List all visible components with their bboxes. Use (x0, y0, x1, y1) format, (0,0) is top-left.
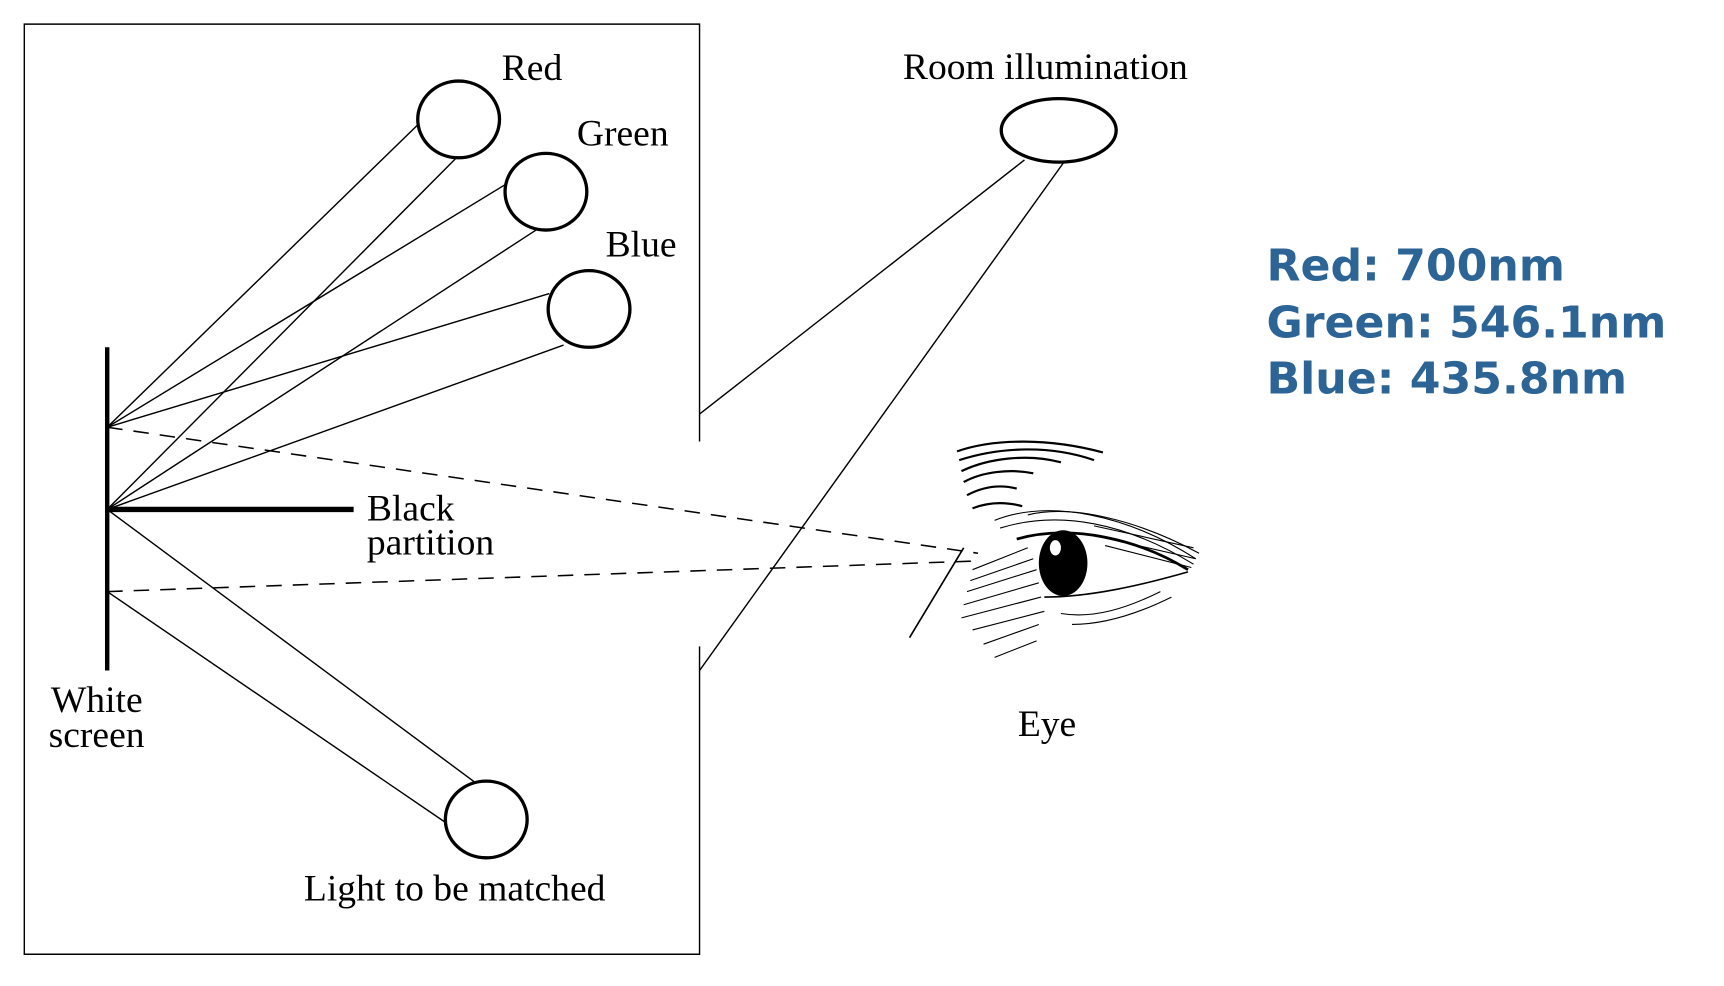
primary-beams (106, 123, 564, 511)
room-beam-upper (699, 159, 1025, 415)
test-lamp (443, 779, 529, 860)
test-beam-lower (106, 591, 448, 825)
red-beam-upper (106, 123, 420, 428)
box-outline (23, 23, 701, 955)
red-beam-lower (106, 158, 456, 510)
sight-line-lower (107, 560, 979, 593)
blue-lamp (546, 268, 632, 349)
red-wavelength-note: Red: 700nm (1266, 241, 1564, 292)
blue-wavelength-note: Blue: 435.8nm (1266, 353, 1627, 404)
white-screen-label-line1: White (51, 680, 143, 721)
blue-beam-lower (106, 344, 564, 511)
sight-line-upper (107, 426, 979, 555)
green-beam-upper (106, 183, 507, 428)
green-wavelength-note: Green: 546.1nm (1266, 298, 1666, 349)
white-screen-label-line2: screen (49, 715, 145, 756)
wavelength-notes: Red: 700nm Green: 546.1nm Blue: 435.8nm (1266, 241, 1666, 405)
room-illumination-lamp (999, 96, 1118, 164)
room-beam-lower (698, 162, 1064, 671)
green-beam-lower (106, 229, 537, 511)
enclosure-box (23, 23, 701, 955)
test-light-beams (106, 508, 477, 825)
nose-profile-line (908, 547, 965, 639)
red-lamp-label: Red (502, 48, 563, 89)
lower-eyelid (1044, 571, 1189, 598)
room-illumination-beams (698, 159, 1064, 671)
red-lamp (416, 79, 502, 160)
test-beam-upper (106, 508, 477, 784)
green-lamp-label: Green (577, 114, 669, 155)
iris-highlight (1049, 540, 1061, 556)
blue-beam-upper (106, 292, 550, 428)
iris (1038, 530, 1088, 596)
room-illumination-label: Room illumination (903, 47, 1188, 88)
light-to-be-matched-label: Light to be matched (304, 869, 606, 910)
eye-label: Eye (1018, 704, 1076, 745)
eye-illustration (908, 440, 1200, 658)
sight-lines (107, 426, 979, 593)
black-partition-label-line2: partition (367, 522, 495, 563)
blue-lamp-label: Blue (606, 224, 677, 265)
green-lamp (503, 151, 589, 232)
upper-eyelid (1016, 531, 1189, 571)
black-partition-label-line1: Black (367, 489, 455, 530)
